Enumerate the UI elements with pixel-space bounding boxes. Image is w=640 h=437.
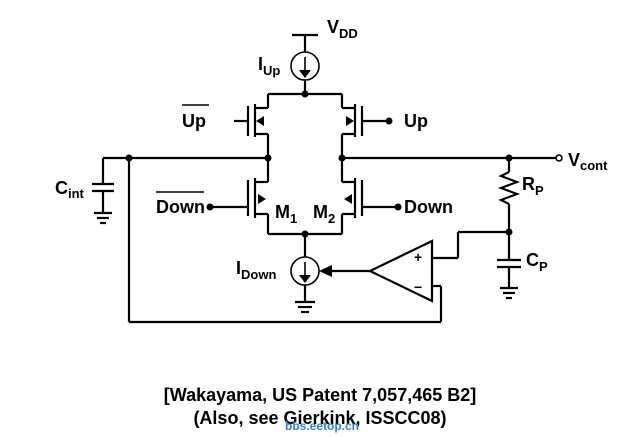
- caption-line-1: [Wakayama, US Patent 7,057,465 B2]: [163, 385, 477, 405]
- idown-current-source: [290, 256, 370, 314]
- vdd-label: VDD: [327, 17, 358, 41]
- up-label: Up: [404, 111, 428, 131]
- cp-label: CP: [526, 250, 548, 274]
- idown-label: IDown: [236, 258, 276, 282]
- m2-label: M2: [313, 202, 335, 226]
- opamp: [127, 158, 513, 324]
- iup-current-source: [290, 51, 320, 94]
- vcont-label: Vcont: [568, 150, 608, 173]
- rp-resistor: [497, 158, 521, 232]
- watermark: bbs.eetop.cn: [285, 419, 360, 433]
- down-bar-label: Down: [156, 197, 205, 217]
- m1-label: M1: [275, 202, 297, 226]
- pmos-pair: [234, 90, 393, 158]
- cint-capacitor: [92, 158, 114, 225]
- vdd-supply: [292, 33, 318, 52]
- cp-capacitor: [497, 232, 521, 300]
- opamp-plus-label: +: [414, 249, 422, 265]
- cint-label: Cint: [55, 178, 85, 201]
- iup-label: IUp: [258, 54, 280, 78]
- nmos-pair: [206, 158, 402, 257]
- up-bar-label: Up: [182, 111, 206, 131]
- rp-label: RP: [522, 174, 544, 198]
- mid-nodes: [103, 154, 563, 162]
- down-label: Down: [404, 197, 453, 217]
- opamp-minus-label: −: [414, 279, 422, 295]
- caption-line-2: (Also, see Gierkink, ISSCC08): [193, 408, 447, 428]
